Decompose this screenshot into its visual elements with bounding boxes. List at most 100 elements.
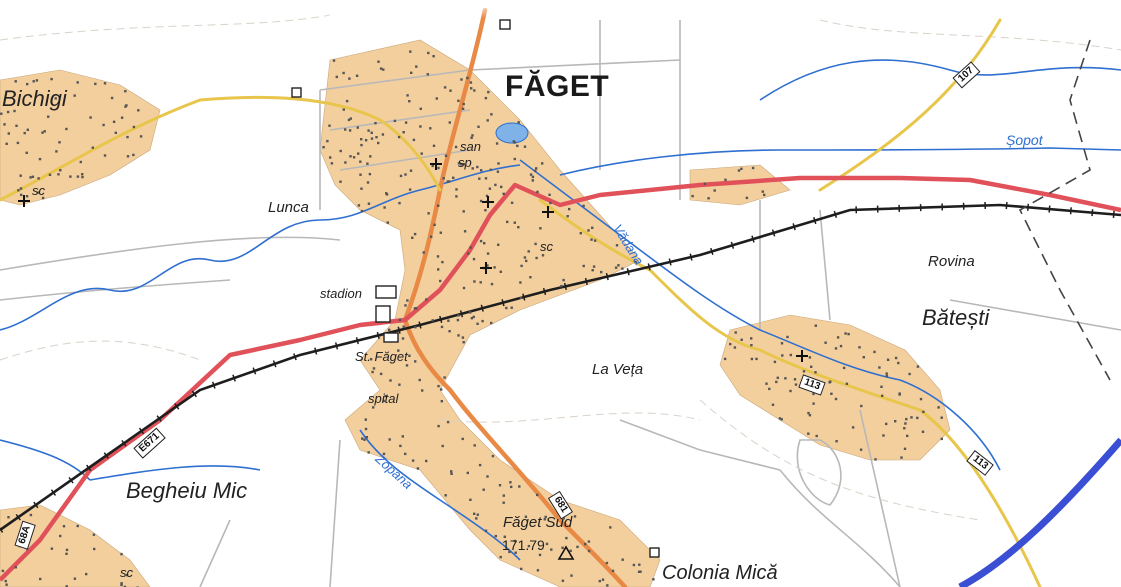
place-label-colonia-mica: Colonia Mică: [662, 562, 778, 584]
building-dot: [469, 81, 473, 84]
building-dot: [440, 388, 443, 391]
place-label-la-veta: La Veța: [592, 361, 644, 378]
building-icon: [499, 19, 511, 30]
building-dot: [0, 112, 3, 115]
building-dot: [573, 515, 577, 518]
building-dot: [462, 102, 465, 106]
building-dot: [322, 146, 325, 149]
building-dot: [433, 223, 436, 226]
building-dot: [357, 204, 361, 207]
building-dot: [904, 422, 907, 425]
building-dot: [382, 452, 386, 456]
building-dot: [506, 220, 509, 224]
building-dot: [611, 569, 615, 573]
building-dot: [437, 268, 440, 271]
building-dot: [940, 416, 943, 419]
building-dots: [0, 50, 943, 587]
building-dot: [461, 336, 465, 339]
building-dot: [885, 374, 889, 378]
building-dot: [357, 152, 360, 155]
building-dot: [544, 515, 547, 519]
building-dot: [446, 420, 450, 424]
building-dot: [491, 454, 495, 458]
building-dot: [450, 470, 453, 473]
building-dot: [29, 176, 32, 179]
building-dot: [425, 459, 428, 463]
triangulation-point-icon: [557, 545, 575, 560]
settlement-bichigi: [0, 69, 161, 206]
building-dot: [360, 187, 363, 190]
building-dot: [372, 367, 376, 370]
building-dot: [541, 162, 544, 165]
building-icon: [291, 87, 302, 98]
building-dot: [483, 242, 486, 245]
building-dot: [39, 577, 42, 581]
building-dot: [436, 255, 440, 258]
building-dot: [496, 170, 500, 173]
building-dot: [81, 175, 84, 179]
building-dot: [494, 183, 497, 187]
building-dot: [499, 270, 502, 273]
contour-line: [0, 14, 331, 41]
building-dot: [4, 579, 7, 583]
building-dot: [828, 381, 831, 384]
building-dot: [413, 307, 417, 310]
building-dot: [560, 284, 563, 288]
building-dot: [897, 361, 900, 365]
building-dot: [908, 372, 911, 376]
building-dot: [784, 377, 787, 380]
building-dot: [824, 341, 827, 344]
building-dot: [810, 365, 813, 368]
building-dot: [112, 120, 116, 123]
building-dot: [486, 119, 489, 122]
building-dot: [773, 360, 777, 364]
road-107: [818, 18, 1002, 192]
building-dot: [43, 130, 46, 133]
minor-roads: [0, 20, 1121, 587]
building-dot: [48, 173, 52, 176]
building-dot: [750, 337, 753, 340]
building-dot: [808, 414, 812, 417]
building-dot: [366, 162, 369, 165]
building-dot: [110, 96, 114, 100]
building-dot: [25, 151, 28, 154]
building-dot: [347, 118, 351, 122]
building-dot: [494, 534, 497, 538]
building-dot: [802, 370, 806, 373]
building-dot: [411, 236, 414, 239]
building-dot: [462, 163, 465, 166]
building-dot: [638, 563, 641, 566]
label-station: St. Făget: [355, 349, 408, 364]
label-spital: spital: [368, 391, 399, 406]
building-dot: [388, 438, 391, 441]
contour-lines: [0, 14, 1121, 521]
building-dot: [807, 411, 810, 415]
building-dot: [609, 526, 612, 529]
building-dot: [461, 107, 465, 110]
building-dot: [430, 235, 433, 238]
place-label-begheiu-mic: Begheiu Mic: [126, 478, 248, 503]
building-dot: [25, 195, 29, 198]
building-dot: [3, 123, 6, 126]
building-dot: [615, 244, 619, 247]
building-dot: [361, 437, 364, 440]
building-dot: [830, 392, 833, 395]
building-dot: [377, 141, 380, 145]
building-dot: [755, 357, 758, 361]
building-dot: [921, 430, 925, 433]
contour-line: [819, 19, 1121, 51]
river-label-sopot: Șopot: [1006, 132, 1043, 148]
building-dot: [845, 382, 849, 385]
building-dot: [548, 193, 551, 196]
minor-road-north-grid: [319, 20, 681, 210]
building-dot: [355, 74, 359, 77]
railway-line: [0, 203, 1121, 532]
building-dot: [591, 269, 594, 272]
building-dot: [399, 444, 402, 448]
building-dot: [419, 125, 422, 128]
building-dot: [473, 512, 476, 515]
building-dot: [873, 350, 876, 354]
building-dot: [470, 87, 473, 90]
building-dot: [359, 160, 362, 163]
